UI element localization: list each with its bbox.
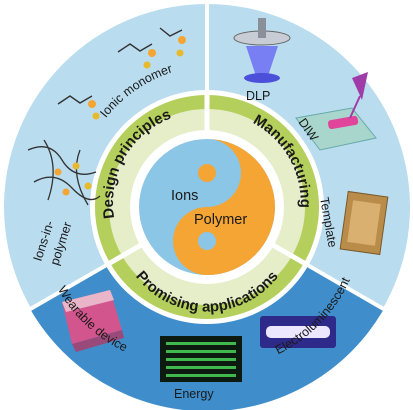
ions-in-polymer-ions bbox=[54, 162, 92, 196]
template-mold-illustration bbox=[339, 190, 389, 256]
electroluminescent-device-illustration bbox=[260, 316, 336, 348]
polymer-label: Polymer bbox=[194, 212, 247, 228]
energy-label: Energy bbox=[174, 387, 214, 401]
dlp-printer-illustration bbox=[233, 18, 291, 83]
dlp-label: DLP bbox=[246, 89, 270, 103]
wearable-device-illustration bbox=[62, 290, 124, 352]
ions-label: Ions bbox=[171, 188, 198, 204]
ionic-monomer-illustration bbox=[57, 27, 183, 105]
ions-in-polymer-illustration bbox=[27, 139, 101, 206]
energy-device-illustration bbox=[160, 336, 242, 382]
diw-printer-illustration bbox=[295, 72, 377, 151]
ionic-monomer-ions bbox=[88, 36, 186, 120]
yin-yang-core bbox=[139, 139, 275, 275]
